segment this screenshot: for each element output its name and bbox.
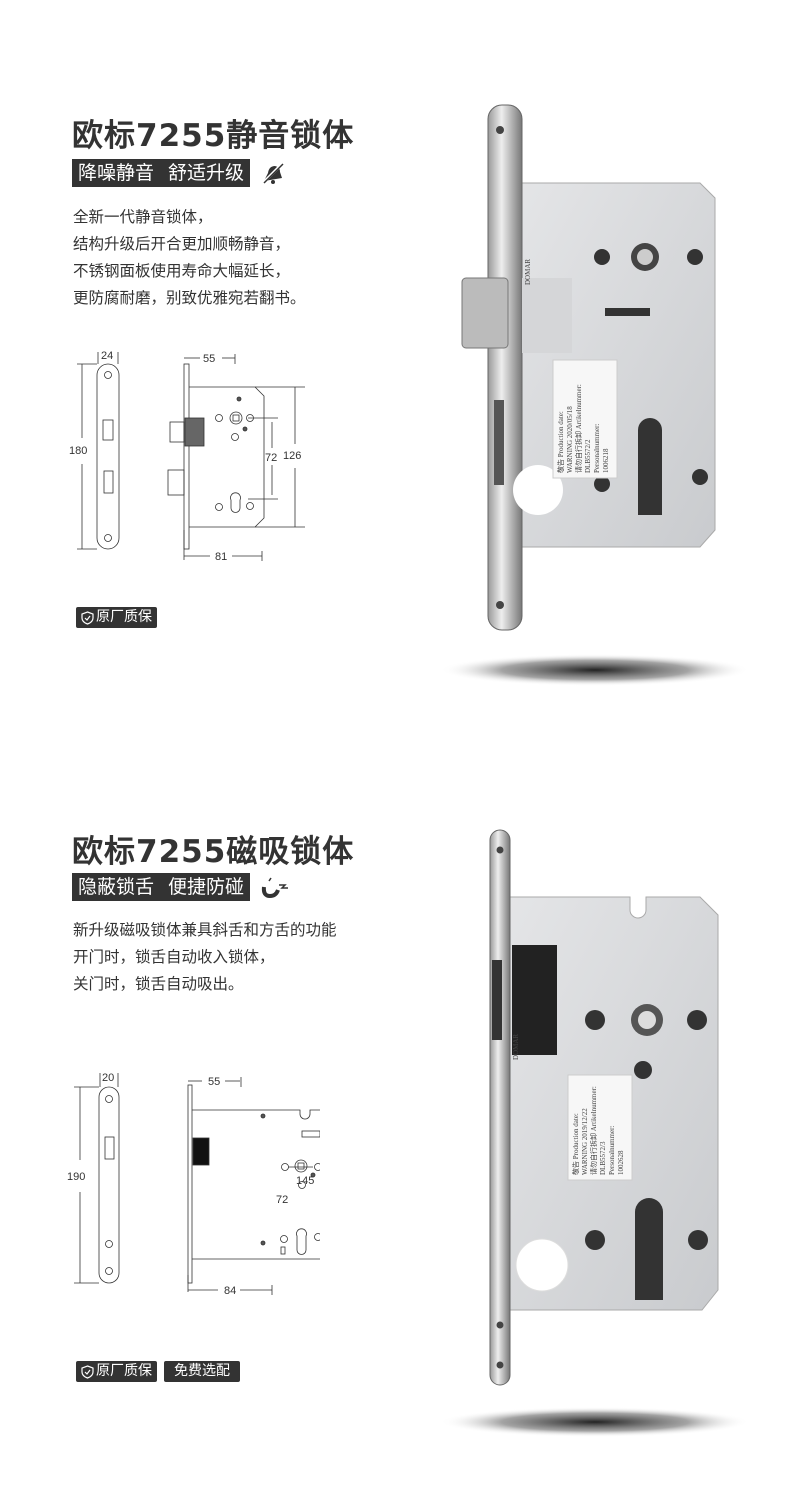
tag-row: 原厂质保: [76, 607, 157, 629]
description-line: 不锈钢面板使用寿命大幅延长，: [73, 262, 291, 280]
description-line: 开门时，锁舌自动收入锁体，: [73, 948, 275, 966]
dim-depth: 81: [215, 551, 227, 563]
label-line: DLB5572/3: [599, 1141, 607, 1175]
description-line: 更防腐耐磨，别致优雅宛若翻书。: [73, 289, 306, 307]
warranty-tag: 原厂质保: [76, 1361, 157, 1382]
magnet-icon: [261, 877, 289, 899]
dim-case-height: 126: [283, 450, 301, 462]
label-line: 请勿自行拆卸 Artikelnummer:: [574, 384, 583, 473]
badge-text: 隐蔽锁舌: [78, 876, 155, 898]
dim-faceplate-width: 24: [101, 350, 113, 362]
description-line: 全新一代静音锁体，: [73, 208, 213, 226]
badge-text: 降噪静音: [78, 162, 155, 184]
label-line: WARNING 2020/05/18: [566, 406, 574, 473]
feature-badge-row: 降噪静音舒适升级: [72, 159, 286, 187]
dimension-diagram: 20 190 55 72 145 84: [67, 1072, 320, 1297]
warranty-tag: 原厂质保: [76, 607, 157, 628]
shield-check-icon: [81, 1364, 94, 1379]
shield-check-icon: [81, 610, 94, 625]
label-line: WARNING 2019/12/22: [581, 1108, 589, 1175]
section-title: 欧标7255静音锁体: [72, 118, 355, 154]
brand-mark: DOMAR: [512, 1034, 520, 1060]
dim-depth: 84: [224, 1285, 236, 1297]
dim-height: 190: [67, 1171, 85, 1183]
tag-text: 原厂质保: [96, 609, 152, 625]
description-line: 新升级磁吸锁体兼具斜舌和方舌的功能: [73, 921, 337, 939]
label-line: Personalnummer:: [608, 1126, 616, 1175]
product-label: 敬告 Production date: WARNING 2019/12/22 请…: [567, 1074, 633, 1181]
dim-case-height: 145: [296, 1175, 314, 1187]
product-photo-silent-lock: DOMAR 敬告 Production date: WARNING 2020/0…: [440, 104, 750, 686]
label-line: 敬告 Production date:: [556, 411, 565, 473]
dim-height: 180: [69, 445, 87, 457]
description: 新升级磁吸锁体兼具斜舌和方舌的功能 开门时，锁舌自动收入锁体， 关门时，锁舌自动…: [73, 917, 337, 998]
dim-faceplate-width: 20: [102, 1072, 114, 1084]
description-line: 关门时，锁舌自动吸出。: [73, 975, 244, 993]
dimension-diagram: 24 180 55 72 126 81: [69, 350, 305, 563]
dim-backset: 55: [203, 353, 215, 365]
dim-backset: 55: [208, 1076, 220, 1088]
label-line: 1002628: [617, 1150, 625, 1175]
product-label: 敬告 Production date: WARNING 2020/05/18 请…: [552, 359, 618, 479]
label-line: 请勿自行拆卸 Artikelnummer:: [589, 1086, 598, 1175]
label-line: 1006218: [602, 448, 610, 473]
badge-text: 便捷防碰: [168, 876, 245, 898]
feature-badge: 降噪静音舒适升级: [72, 159, 251, 187]
product-photo-magnetic-lock: DOMAR 敬告 Production date: WARNING 2019/1…: [440, 829, 750, 1437]
tag-text: 免费选配: [174, 1363, 230, 1379]
dim-center: 72: [265, 452, 277, 464]
label-line: 敬告 Production date:: [571, 1113, 580, 1175]
tag-text: 原厂质保: [96, 1363, 152, 1379]
dim-center: 72: [276, 1194, 288, 1206]
free-option-tag: 免费选配: [164, 1361, 240, 1382]
feature-badge-row: 隐蔽锁舌便捷防碰: [72, 873, 290, 901]
description-line: 结构升级后开合更加顺畅静音，: [73, 235, 291, 253]
label-line: Personalnummer:: [593, 424, 601, 473]
section-title: 欧标7255磁吸锁体: [72, 834, 355, 870]
tag-row: 原厂质保 免费选配: [76, 1361, 240, 1382]
description: 全新一代静音锁体， 结构升级后开合更加顺畅静音， 不锈钢面板使用寿命大幅延长， …: [73, 204, 306, 312]
badge-text: 舒适升级: [168, 162, 245, 184]
brand-mark: DOMAR: [524, 259, 532, 285]
label-line: DLB5572/2: [584, 439, 592, 473]
mute-bell-icon: [261, 162, 284, 185]
feature-badge: 隐蔽锁舌便捷防碰: [72, 873, 251, 901]
